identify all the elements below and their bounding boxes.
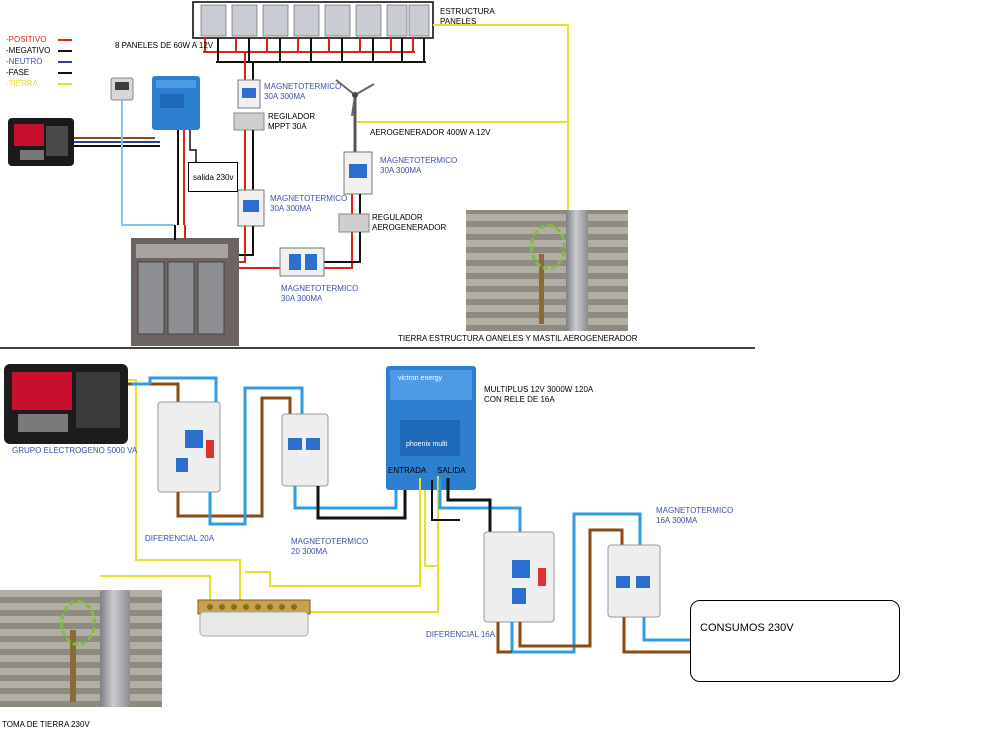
legend-item-fase: -FASE — [6, 67, 72, 78]
diferencial-20a — [157, 401, 221, 493]
paneles-label: 8 PANELES DE 60W A 12V — [115, 41, 214, 50]
diferencial16-label: DIFERENCIAL 16A — [426, 630, 496, 639]
entrada-label: ENTRADA — [388, 466, 427, 476]
multiplus-label: MULTIPLUS 12V 3000W 120A CON RELE DE 16A — [484, 385, 593, 404]
consumos-box: CONSUMOS 230V — [690, 600, 900, 682]
tierra-structure-label: TIERRA ESTRUCTURA OANELES Y MASTIL AEROG… — [398, 334, 638, 343]
breaker-mag2 — [237, 189, 265, 227]
magnetotermico-16a — [607, 544, 661, 618]
solar-panel-structure — [192, 1, 434, 39]
ground-bus-bar — [197, 599, 311, 637]
diferencial-16a — [483, 531, 555, 623]
generator-large — [4, 364, 128, 444]
salida-230v-label: salida 230v — [193, 173, 234, 182]
victron-inverter-top — [152, 76, 200, 130]
legend-item-positivo: -POSITIVO — [6, 34, 72, 45]
breaker-mag3 — [343, 151, 373, 195]
mag20-label: MAGNETOTERMICO 20 300MA — [291, 537, 369, 556]
aerogenerador-label: AEROGENERADOR 400W A 12V — [370, 128, 491, 137]
mag3-label: MAGNETOTERMICO 30A 300MA — [380, 156, 458, 175]
toma-tierra-label: TOMA DE TIERRA 230V — [2, 720, 90, 729]
mag16-label: MAGNETOTERMICO 16A 300MA — [656, 506, 734, 525]
diferencial20-label: DIFERENCIAL 20A — [145, 534, 215, 543]
tierra-photo-bottom — [0, 590, 162, 707]
wind-turbine — [335, 79, 375, 152]
estructura-label: ESTRUCTURA PANELES — [440, 7, 495, 26]
mag4-label: MAGNETOTERMICO 30A 300MA — [281, 284, 359, 303]
consumos-label: CONSUMOS 230V — [700, 622, 794, 634]
magnetotermico-20a — [281, 413, 329, 487]
legend-item-negativo: -MEGATIVO — [6, 45, 72, 56]
regulador-aero-label: REGULADOR AEROGENERADOR — [372, 213, 447, 232]
battery-bank — [131, 238, 239, 346]
salida-230v-box: salida 230v — [188, 162, 238, 192]
regulador-mppt-label: REGILADOR MPPT 30A — [268, 112, 316, 131]
multiplus-inverter — [386, 366, 476, 490]
grupo-label: GRUPO ELECTROGENO 5000 VA — [12, 446, 138, 455]
mag2-label: MAGNETOTERMICO 30A 300MA — [270, 194, 348, 213]
tierra-photo-top — [466, 210, 628, 331]
breaker-mag4 — [279, 247, 325, 277]
legend: -POSITIVO -MEGATIVO -NEUTRO -FASE -TIERR… — [6, 34, 72, 89]
mag1-label: MAGNETOTERMICO 30A 300MA — [264, 82, 342, 101]
phoenix-label: phoenix multi — [406, 441, 448, 448]
salida-label: SALIDA — [437, 466, 466, 476]
victron-brand-label: victron energy — [398, 375, 442, 382]
breaker-mag1 — [237, 79, 261, 109]
legend-item-tierra: -TIERRA — [6, 78, 72, 89]
legend-item-neutro: -NEUTRO — [6, 56, 72, 67]
generator-small — [8, 118, 74, 166]
